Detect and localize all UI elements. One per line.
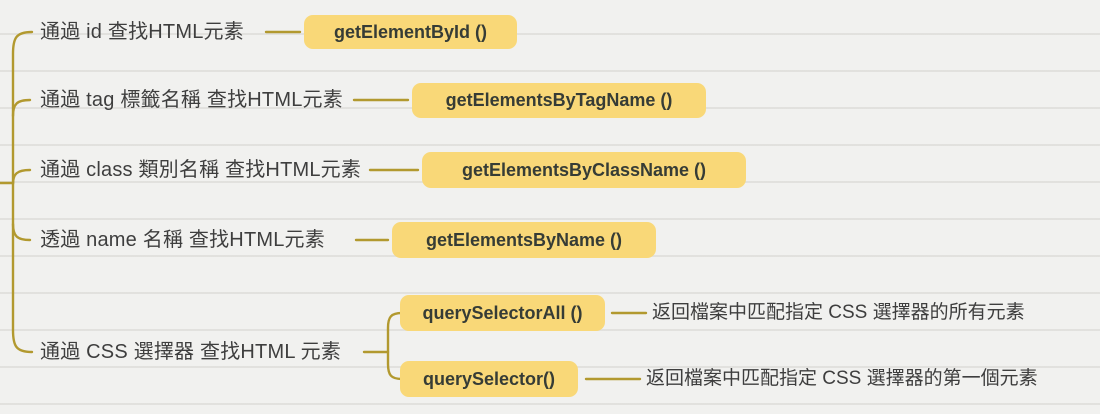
method-node-getelementsbyname[interactable]: getElementsByName () bbox=[392, 222, 656, 258]
desc-label-queryselectorall[interactable]: 返回檔案中匹配指定 CSS 選擇器的所有元素 bbox=[652, 302, 1025, 323]
method-node-queryselector[interactable]: querySelector() bbox=[400, 361, 578, 397]
desc-label-queryselector[interactable]: 返回檔案中匹配指定 CSS 選擇器的第一個元素 bbox=[646, 368, 1038, 389]
method-node-getelementsbytagname[interactable]: getElementsByTagName () bbox=[412, 83, 706, 118]
method-node-getelementsbyclassname[interactable]: getElementsByClassName () bbox=[422, 152, 746, 188]
branch-label-tag[interactable]: 通過 tag 標籤名稱 查找HTML元素 bbox=[40, 89, 343, 111]
method-node-queryselectorall[interactable]: querySelectorAll () bbox=[400, 295, 605, 331]
branch-label-css-selector[interactable]: 通過 CSS 選擇器 查找HTML 元素 bbox=[40, 341, 342, 363]
branch-label-name[interactable]: 透過 name 名稱 查找HTML元素 bbox=[40, 229, 325, 251]
branch-label-id[interactable]: 通過 id 查找HTML元素 bbox=[40, 21, 244, 43]
method-node-getelementbyid[interactable]: getElementById () bbox=[304, 15, 517, 49]
branch-label-class[interactable]: 通過 class 類別名稱 查找HTML元素 bbox=[40, 159, 362, 181]
